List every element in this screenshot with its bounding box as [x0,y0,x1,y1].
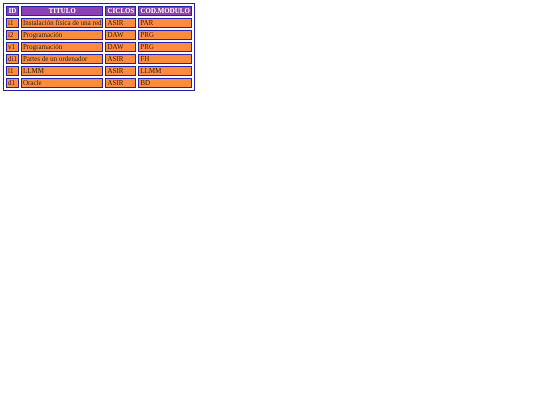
table-header-row: ID TITULO CICLOS COD.MODULO [6,6,192,16]
cell-ciclos: ASIR [105,54,137,64]
cell-id: i1 [6,18,19,28]
table-row: l1 LLMM ASIR LLMM [6,66,192,76]
column-header-ciclos: CICLOS [105,6,137,16]
cell-ciclos: ASIR [105,66,137,76]
column-header-id: ID [6,6,19,16]
cell-id: d1 [6,78,19,88]
column-header-cod-modulo: COD.MODULO [138,6,192,16]
cell-cod-modulo: LLMM [138,66,192,76]
cell-cod-modulo: PRG [138,30,192,40]
table-row: v1 Programación DAW PRG [6,42,192,52]
table-row: d1 Oracle ASIR BD [6,78,192,88]
cell-titulo: LLMM [20,66,104,76]
cell-cod-modulo: FH [138,54,192,64]
cell-titulo: Programación [20,42,104,52]
cell-id: v1 [6,42,19,52]
cell-id: i2 [6,30,19,40]
cell-ciclos: DAW [105,42,137,52]
cell-cod-modulo: PRG [138,42,192,52]
cell-id: di1 [6,54,19,64]
cell-ciclos: ASIR [105,78,137,88]
cell-ciclos: ASIR [105,18,137,28]
cell-titulo: Oracle [20,78,104,88]
cell-id: l1 [6,66,19,76]
column-header-titulo: TITULO [20,6,104,16]
table-row: di1 Partes de un ordenador ASIR FH [6,54,192,64]
table-row: i2 Programación DAW PRG [6,30,192,40]
cell-titulo: Partes de un ordenador [20,54,104,64]
cell-titulo: Instalación física de una red [20,18,104,28]
modules-table: ID TITULO CICLOS COD.MODULO i1 Instalaci… [3,3,195,91]
cell-ciclos: DAW [105,30,137,40]
cell-titulo: Programación [20,30,104,40]
cell-cod-modulo: PAR [138,18,192,28]
table-row: i1 Instalación física de una red ASIR PA… [6,18,192,28]
cell-cod-modulo: BD [138,78,192,88]
